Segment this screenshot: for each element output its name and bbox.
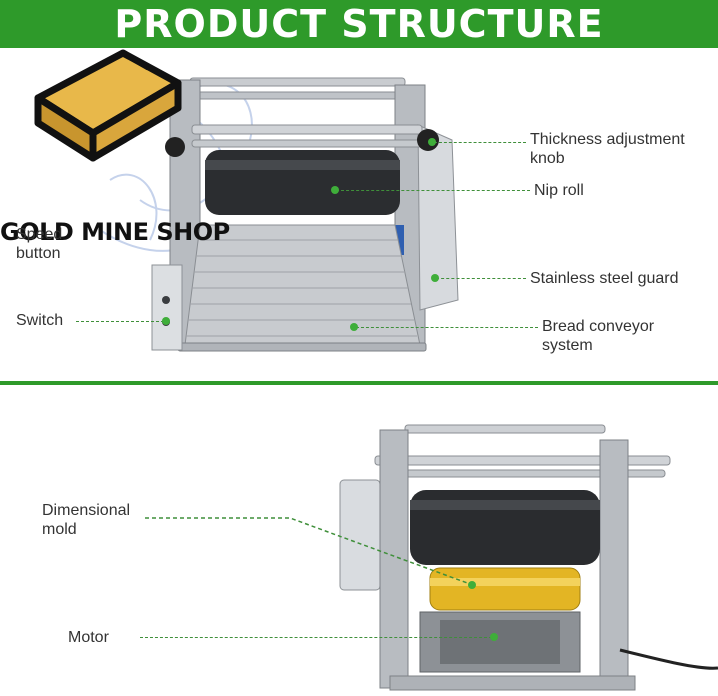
callout-dot xyxy=(428,138,436,146)
callout-dot xyxy=(431,274,439,282)
leader-line xyxy=(436,278,526,279)
header-banner: PRODUCT STRUCTURE xyxy=(0,0,718,48)
leader-line xyxy=(336,190,530,191)
label-switch: Switch xyxy=(16,312,64,329)
callout-dot xyxy=(490,633,498,641)
label-bread-conveyor-system: Bread conveyor system xyxy=(542,318,655,354)
callout-dot xyxy=(350,323,358,331)
shop-watermark: GOLD MINE SHOP xyxy=(0,218,230,246)
leader-line xyxy=(434,142,526,143)
label-motor: Motor xyxy=(68,629,109,646)
callout-dot xyxy=(331,186,339,194)
label-dimensional-mold: Dimensional mold xyxy=(42,502,131,538)
section-divider xyxy=(0,381,718,385)
gold-bar-logo-icon xyxy=(34,49,182,162)
leader-line xyxy=(356,327,538,328)
leader-line xyxy=(140,637,492,638)
page-title: PRODUCT STRUCTURE xyxy=(114,2,604,46)
callout-dot xyxy=(162,317,170,325)
label-stainless-steel-guard: Stainless steel guard xyxy=(530,270,679,287)
label-nip-roll: Nip roll xyxy=(534,182,584,199)
label-thickness-adjustment-knob: Thickness adjustment knob xyxy=(530,131,685,167)
leader-line xyxy=(76,321,164,322)
label-speed-button: Speed button xyxy=(16,226,63,262)
